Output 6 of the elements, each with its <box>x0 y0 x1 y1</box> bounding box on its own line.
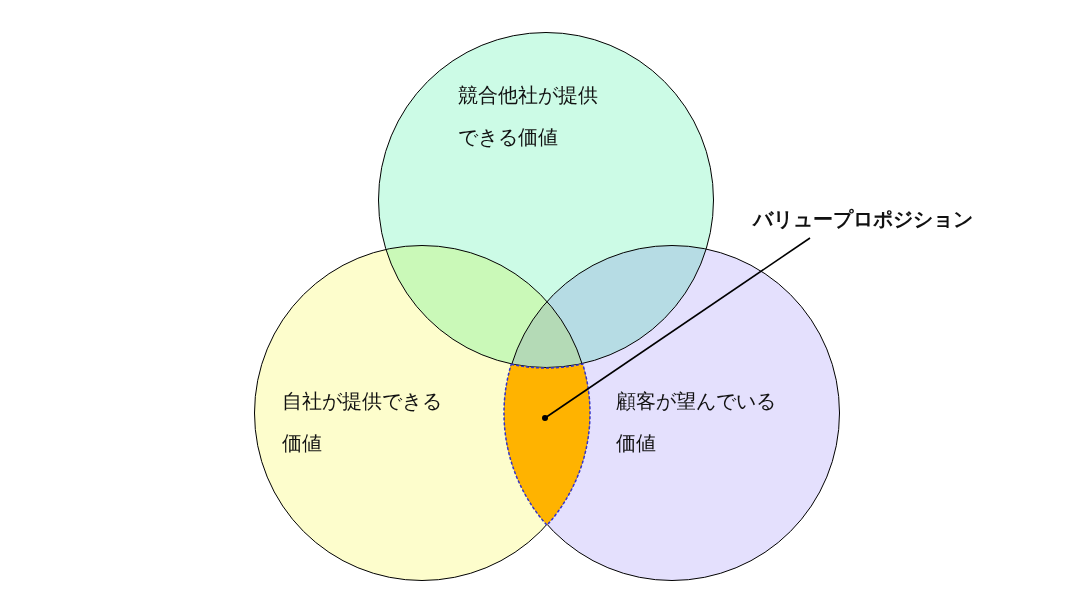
circle-label: 競合他社が提供できる価値 <box>458 82 599 151</box>
circle-label: 自社が提供できる価値 <box>282 388 443 457</box>
highlighted-region <box>503 363 591 526</box>
circle-label: 顧客が望んでいる価値 <box>616 388 777 457</box>
callout-text: バリュープロポジション <box>753 198 973 240</box>
leader-line <box>542 237 811 421</box>
